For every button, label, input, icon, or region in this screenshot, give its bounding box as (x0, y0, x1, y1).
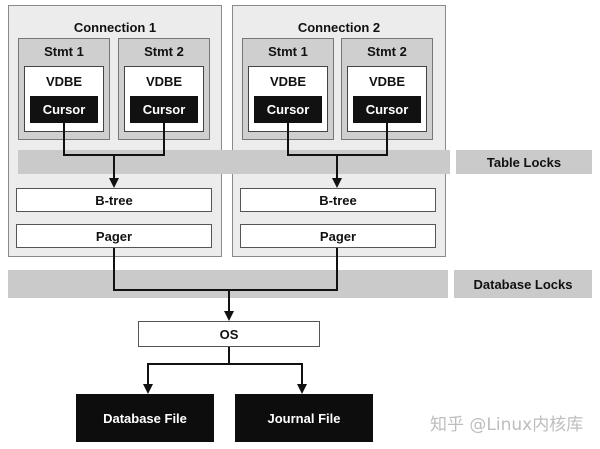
conn1-cursor-wire (63, 123, 165, 156)
stmt-title: Stmt 2 (144, 44, 184, 59)
connection-1-stmt-1-cursor: Cursor (30, 96, 98, 123)
connection-2-btree: B-tree (240, 188, 436, 212)
connection-1-title: Connection 1 (73, 20, 157, 35)
journal-file-box: Journal File (235, 394, 373, 442)
os-box: OS (138, 321, 320, 347)
stmt-title: Stmt 1 (268, 44, 308, 59)
watermark-text: 知乎 @Linux内核库 (430, 415, 584, 435)
stmt-title: Stmt 2 (367, 44, 407, 59)
connection-2-stmt-2-cursor: Cursor (353, 96, 421, 123)
pagers-to-os-wire (113, 248, 338, 291)
vdbe-label: VDBE (145, 74, 183, 89)
vdbe-label: VDBE (368, 74, 406, 89)
os-to-files-wire (147, 363, 303, 389)
stmt-title: Stmt 1 (44, 44, 84, 59)
connection-1-stmt-2-cursor: Cursor (130, 96, 198, 123)
connection-1-pager: Pager (16, 224, 212, 248)
conn2-cursor-wire (287, 123, 388, 156)
connection-2-stmt-1-cursor: Cursor (254, 96, 322, 123)
connection-2-pager: Pager (240, 224, 436, 248)
table-locks-label: Table Locks (456, 150, 592, 174)
database-file-box: Database File (76, 394, 214, 442)
vdbe-label: VDBE (269, 74, 307, 89)
vdbe-label: VDBE (45, 74, 83, 89)
database-locks-label: Database Locks (454, 270, 592, 298)
connection-2-title: Connection 2 (297, 20, 381, 35)
connection-1-btree: B-tree (16, 188, 212, 212)
